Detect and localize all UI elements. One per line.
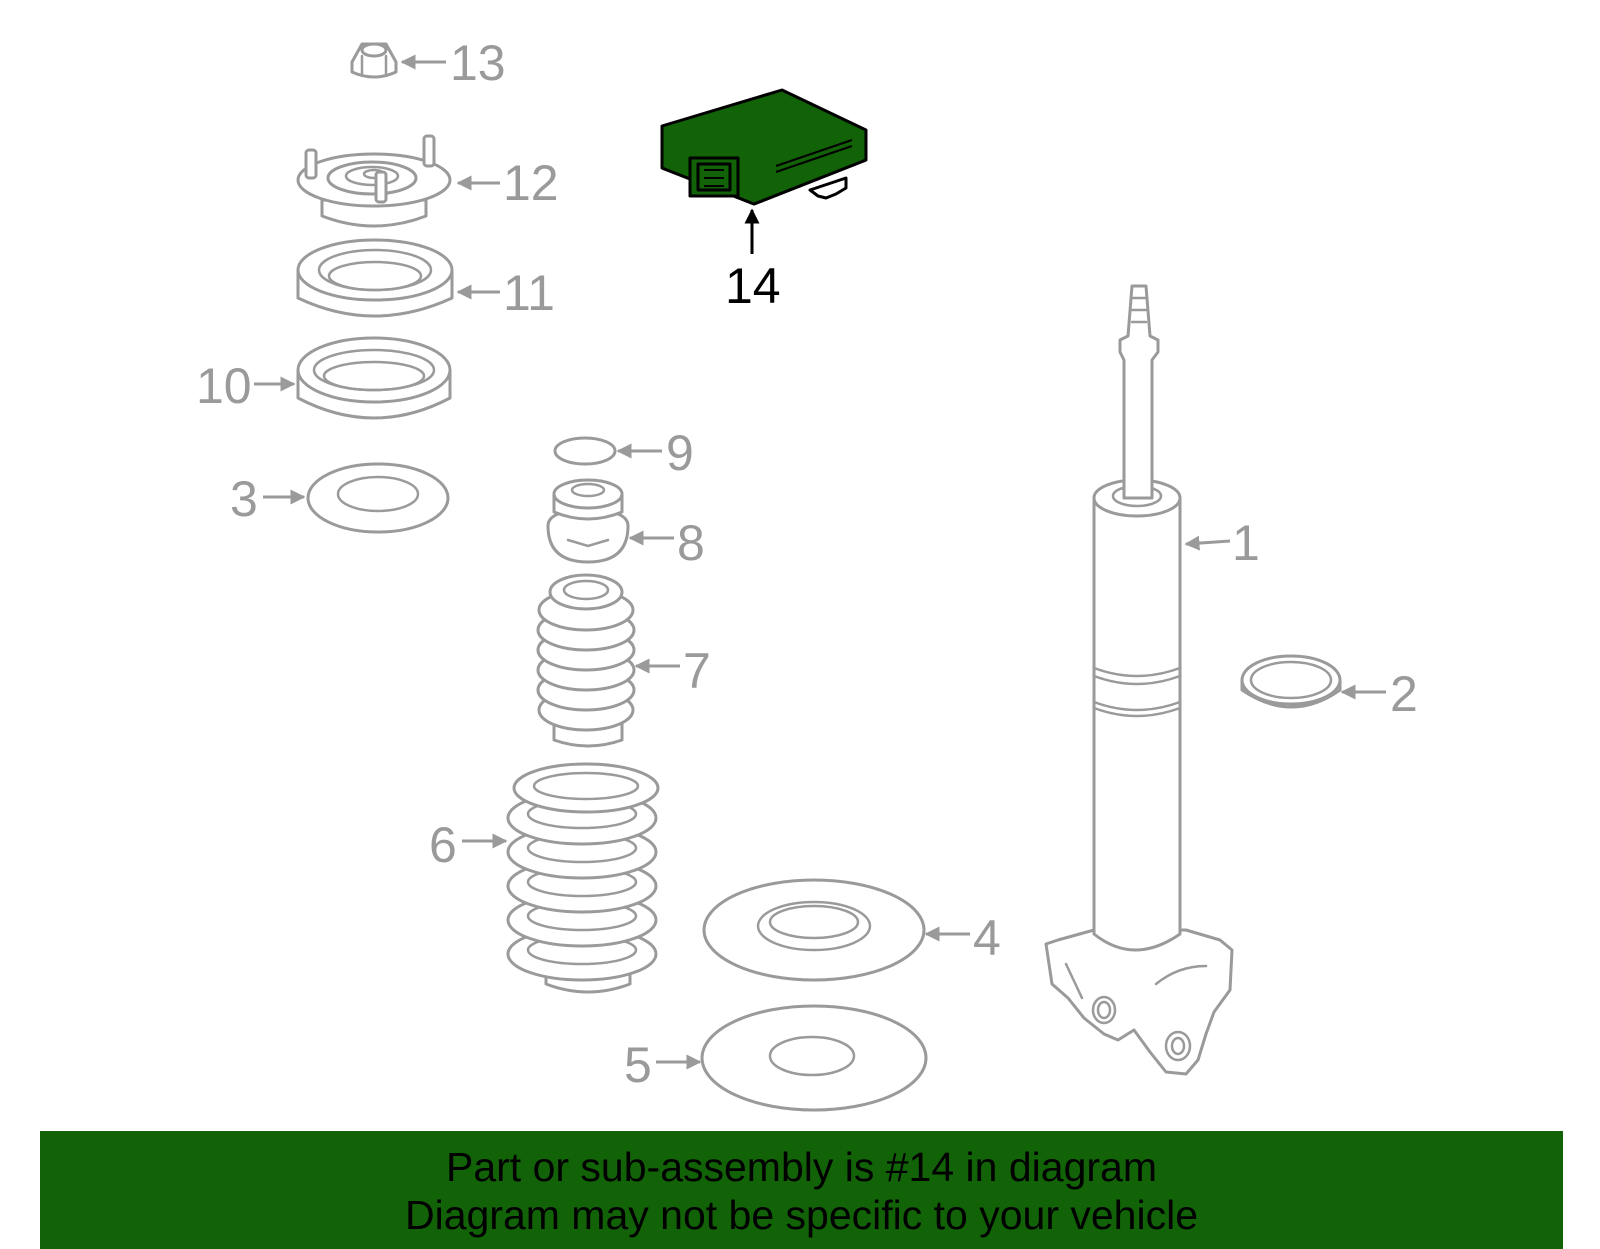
leader-1 (1184, 535, 1231, 551)
callout-4[interactable]: 4 (973, 910, 1001, 966)
banner-line-part: Part or sub-assembly is #14 in diagram (446, 1144, 1157, 1190)
part-6-coil-spring[interactable] (506, 762, 660, 994)
part-1-shock-absorber[interactable] (1044, 284, 1234, 1076)
callout-7[interactable]: 7 (683, 643, 711, 699)
callout-1[interactable]: 1 (1232, 515, 1260, 571)
info-banner: Part or sub-assembly is #14 in diagram D… (40, 1131, 1563, 1249)
callout-13[interactable]: 13 (450, 35, 506, 91)
part-13-nut[interactable] (350, 42, 398, 79)
callout-14[interactable]: 14 (725, 258, 781, 314)
callout-11[interactable]: 11 (503, 265, 555, 321)
part-14-control-module[interactable] (660, 88, 868, 206)
callout-6[interactable]: 6 (429, 817, 457, 873)
callout-10[interactable]: 10 (196, 358, 252, 414)
callout-8[interactable]: 8 (677, 515, 705, 571)
part-9-ring[interactable] (553, 436, 617, 466)
part-3-spring-seat[interactable] (306, 462, 450, 534)
part-11-upper-insulator[interactable] (296, 238, 454, 318)
part-10-spacer[interactable] (296, 336, 452, 420)
callout-3[interactable]: 3 (230, 471, 258, 527)
callout-2[interactable]: 2 (1390, 666, 1418, 722)
banner-line-disclaimer: Diagram may not be specific to your vehi… (404, 1192, 1198, 1238)
callout-5[interactable]: 5 (624, 1037, 652, 1093)
part-4-lower-seat[interactable] (702, 878, 926, 982)
part-7-dust-boot[interactable] (536, 573, 636, 748)
part-8-bump-stop[interactable] (546, 478, 630, 564)
callout-12[interactable]: 12 (503, 155, 559, 211)
part-12-strut-mount[interactable] (296, 134, 452, 228)
part-2-ring[interactable] (1240, 654, 1342, 709)
part-5-lower-insulator[interactable] (700, 1004, 928, 1112)
callout-9[interactable]: 9 (666, 425, 694, 481)
